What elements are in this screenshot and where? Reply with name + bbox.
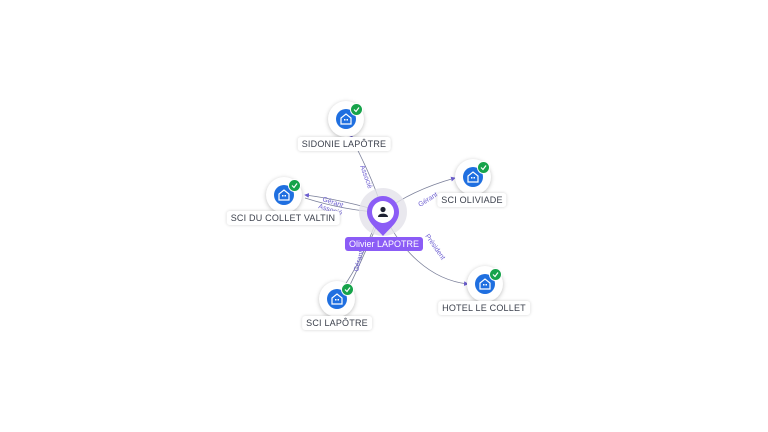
company-label-collet-valtin[interactable]: SCI DU COLLET VALTIN	[226, 211, 340, 225]
person-icon	[378, 206, 388, 217]
edge-label-sidonie: Associé	[358, 164, 373, 190]
edge-label-hotel: Président	[423, 233, 446, 261]
verified-check-icon	[350, 103, 363, 116]
company-node-sidonie[interactable]	[328, 101, 364, 137]
verified-check-icon	[477, 161, 490, 174]
company-node-lapotre[interactable]	[319, 281, 355, 317]
company-node-oliviade[interactable]	[455, 159, 491, 195]
company-label-lapotre[interactable]: SCI LAPÔTRE	[302, 316, 372, 330]
edge-label-oliviade: Gérant	[417, 191, 439, 208]
center-node-label[interactable]: Olivier LAPOTRE	[344, 237, 424, 251]
verified-check-icon	[288, 179, 301, 192]
company-label-hotel[interactable]: HOTEL LE COLLET	[438, 301, 530, 315]
company-label-sidonie[interactable]: SIDONIE LAPÔTRE	[297, 137, 391, 151]
company-node-collet-valtin[interactable]	[266, 177, 302, 213]
verified-check-icon	[341, 283, 354, 296]
edge-label-lapotre: Gérant	[353, 250, 365, 273]
company-node-hotel[interactable]	[467, 266, 503, 302]
verified-check-icon	[489, 268, 502, 281]
company-label-oliviade[interactable]: SCI OLIVIADE	[437, 193, 507, 207]
